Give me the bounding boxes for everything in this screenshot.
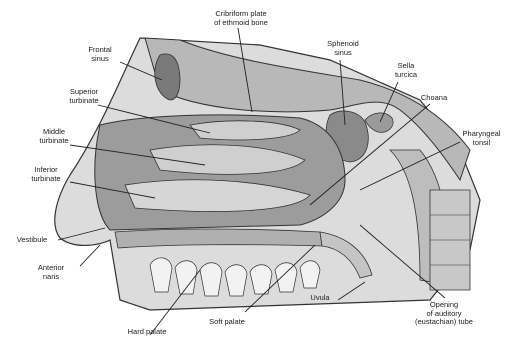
label-anterior-naris: Anterior naris	[26, 264, 76, 281]
label-cribriform-plate: Cribriform plate of ethmoid bone	[200, 10, 282, 27]
label-hard-palate: Hard palate	[118, 328, 176, 337]
label-opening-auditory-tube: Opening of auditory (eustachian) tube	[408, 301, 480, 327]
label-sphenoid-sinus: Sphenoid sinus	[318, 40, 368, 57]
label-soft-palate: Soft palate	[198, 318, 256, 327]
label-sella-turcica: Sella turcica	[386, 62, 426, 79]
label-uvula: Uvula	[300, 294, 340, 303]
label-inferior-turbinate: Inferior turbinate	[18, 166, 74, 183]
label-frontal-sinus: Frontal sinus	[78, 46, 122, 63]
label-middle-turbinate: Middle turbinate	[26, 128, 82, 145]
label-superior-turbinate: Superior turbinate	[56, 88, 112, 105]
label-pharyngeal-tonsil: Pharyngeal tonsil	[455, 130, 508, 147]
label-vestibule: Vestibule	[6, 236, 58, 245]
label-choana: Choana	[412, 94, 456, 103]
